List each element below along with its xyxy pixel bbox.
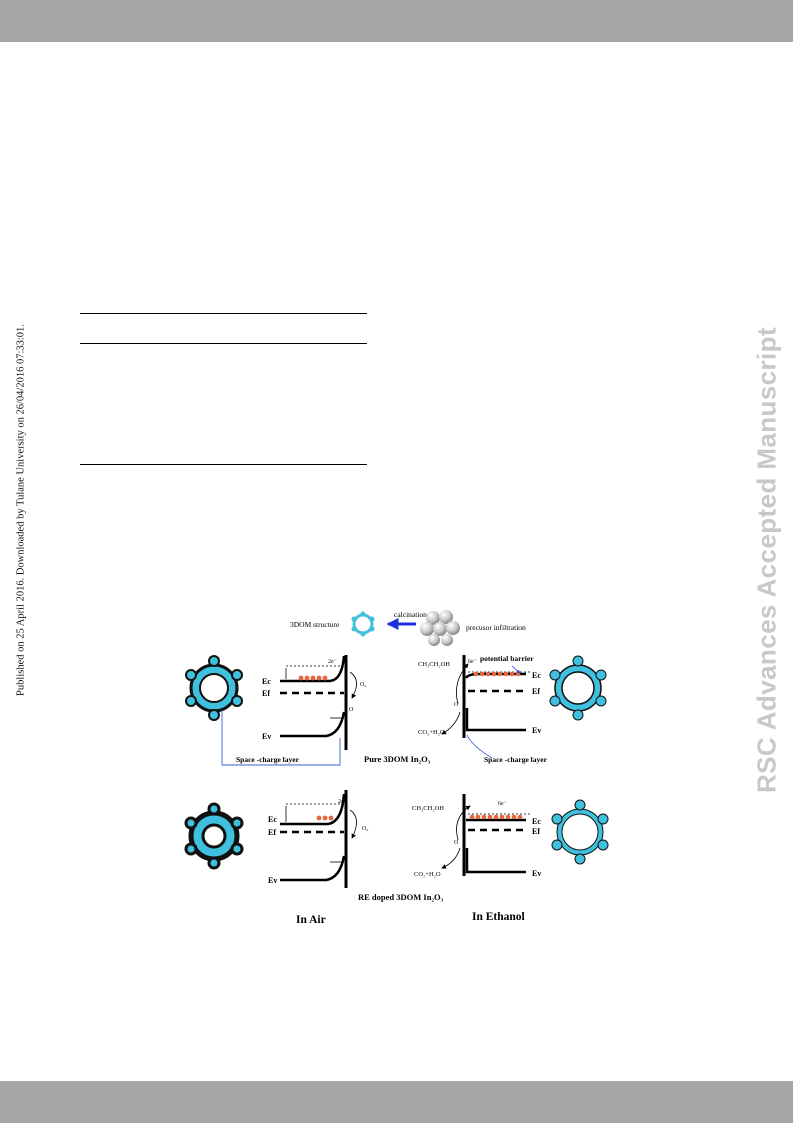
band-diagram-air-doped	[280, 790, 357, 888]
table-top-rule	[80, 313, 367, 314]
label-ef-air-pure: Ef	[262, 689, 270, 698]
band-diagram-svg: 3DOM structure calcination precusor infi…	[184, 610, 609, 926]
label-ec-air-pure: Ec	[262, 677, 271, 686]
electrons-air-pure	[298, 675, 328, 681]
caption-pure: Pure 3DOM In₂O₃	[364, 754, 431, 764]
label-ec-air-doped: Ec	[268, 815, 277, 824]
label-potential-barrier: potential barrier	[480, 654, 534, 663]
band-diagram-ethanol-pure	[441, 655, 530, 759]
label-ec-ethanol-pure: Ec	[532, 671, 541, 680]
label-o2-air-doped: O₂	[362, 826, 368, 832]
label-ec-ethanol-doped: Ec	[532, 817, 541, 826]
label-in-ethanol: In Ethanol	[472, 911, 525, 923]
label-ethanol-doped: CH₃CH₂OH	[412, 805, 444, 812]
label-ev-ethanol-pure: Ev	[532, 726, 541, 735]
label-ef-ethanol-pure: Ef	[532, 687, 540, 696]
pore-icon-air-doped	[184, 802, 244, 870]
publication-notice: Published on 25 April 2016. Downloaded b…	[14, 320, 28, 700]
label-2e-air-doped: 2e⁻	[338, 799, 347, 805]
label-6e-pure: 6e⁻	[468, 659, 477, 665]
process-left-label: 3DOM structure	[290, 620, 340, 629]
label-o-ethanol-doped: O	[454, 840, 459, 846]
watermark-text: RSC Advances Accepted Manuscript	[751, 327, 782, 793]
watermark: RSC Advances Accepted Manuscript	[752, 280, 782, 840]
label-o-air-pure: O	[349, 707, 354, 713]
pore-icon-air-pure	[185, 655, 243, 721]
label-ev-air-doped: Ev	[268, 876, 277, 885]
label-products-pure: CO₂+H₂O	[418, 729, 445, 736]
table-header-rule	[80, 343, 367, 344]
label-ethanol-pure: CH₃CH₂OH	[418, 661, 450, 668]
process-right-label: precusor infiltration	[466, 623, 526, 632]
small-pore-icon	[351, 611, 375, 637]
pore-icon-ethanol-pure	[549, 655, 607, 721]
band-diagram-figure: 3DOM structure calcination precusor infi…	[180, 600, 620, 937]
footer-bar	[0, 1081, 793, 1123]
label-o-ethanol-pure: O	[454, 702, 459, 708]
publication-notice-text: Published on 25 April 2016. Downloaded b…	[15, 324, 27, 696]
label-ef-air-doped: Ef	[268, 828, 276, 837]
precursor-spheres-icon	[420, 610, 460, 646]
band-diagram-air-pure	[280, 655, 357, 750]
label-in-air: In Air	[296, 914, 326, 926]
band-diagram-ethanol-doped	[441, 794, 530, 876]
header-bar	[0, 0, 793, 42]
caption-doped: RE doped 3DOM In₂O₃	[358, 892, 444, 902]
label-space-charge-ethanol: Space -charge layer	[484, 755, 548, 764]
calcination-label: calcination	[394, 610, 427, 619]
table-bottom-rule	[80, 464, 367, 465]
space-charge-pointer-air	[221, 710, 341, 766]
label-space-charge-air: Space -charge layer	[236, 755, 300, 764]
label-6e-doped: 6e⁻	[498, 801, 507, 807]
label-products-doped: CO₂+H₂O	[414, 871, 441, 878]
label-ev-ethanol-doped: Ev	[532, 869, 541, 878]
label-o2-air-pure: O₂	[360, 682, 366, 688]
label-ev-air-pure: Ev	[262, 732, 271, 741]
electrons-air-doped	[316, 815, 334, 821]
pore-icon-ethanol-doped	[551, 799, 609, 865]
label-ef-ethanol-doped: Ef	[532, 827, 540, 836]
electrons-ethanol-doped	[469, 814, 523, 820]
label-2e-air-pure: 2e⁻	[328, 659, 337, 665]
